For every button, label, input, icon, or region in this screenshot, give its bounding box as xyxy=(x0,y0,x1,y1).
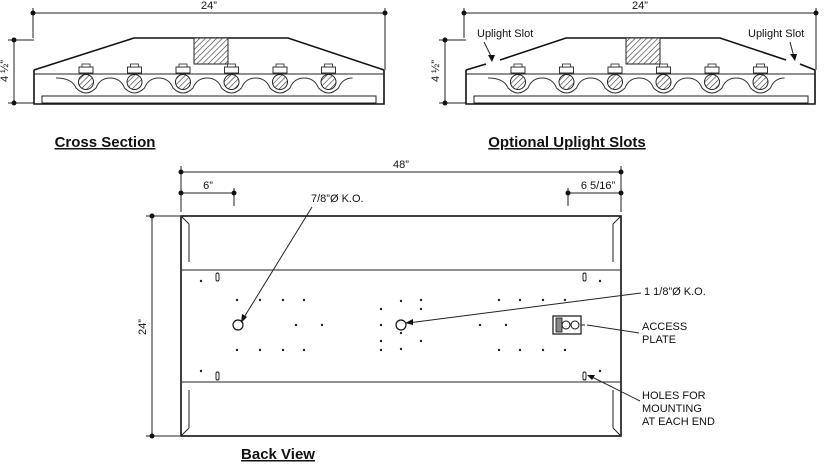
back-view-title: Back View xyxy=(241,446,315,463)
access-plate-label-line2: PLATE xyxy=(642,334,676,346)
uplight-lamp xyxy=(558,63,575,90)
back-hole xyxy=(235,348,239,352)
cross-section-lamp xyxy=(223,63,240,90)
back-hole xyxy=(518,298,522,302)
access-plate-leader xyxy=(586,324,640,334)
cross-section-lamps xyxy=(55,63,353,94)
uplight-lamp xyxy=(752,63,769,90)
back-hole xyxy=(563,348,567,352)
uplight-height-dimension: 4 ½” xyxy=(430,37,466,106)
mounting-leader xyxy=(589,375,641,402)
cross-section-lamp xyxy=(272,63,288,90)
back-hole xyxy=(504,323,508,327)
back-hole xyxy=(281,298,285,302)
back-hole xyxy=(399,299,403,303)
cross-section-width-dimension: 24” xyxy=(30,0,388,70)
back-hole xyxy=(379,339,383,343)
back-hole xyxy=(379,307,383,311)
back-hole xyxy=(399,331,403,335)
cross-section-height-label: 4 ½” xyxy=(0,60,11,82)
back-hole xyxy=(258,298,262,302)
cross-section-title: Cross Section xyxy=(55,134,156,151)
access-plate xyxy=(552,315,585,335)
back-height-dimension: 24” xyxy=(137,213,180,439)
back-hole xyxy=(478,323,482,327)
mounting-holes xyxy=(215,272,587,381)
mounting-label-line1: HOLES FOR xyxy=(642,390,706,402)
knockout-large xyxy=(395,319,407,331)
mounting-label-line3: AT EACH END xyxy=(642,416,715,428)
back-hole xyxy=(497,348,501,352)
cross-section-width-label: 24” xyxy=(201,0,217,12)
uplight-slot-right-label: Uplight Slot xyxy=(748,28,804,40)
cross-section-lamp xyxy=(175,63,191,90)
back-hole xyxy=(563,298,567,302)
back-length-dimension: 48” xyxy=(178,159,624,212)
back-hole xyxy=(379,323,383,327)
back-hole xyxy=(541,348,545,352)
back-hole xyxy=(199,279,203,283)
uplight-lamp xyxy=(655,63,672,90)
back-hole xyxy=(399,347,403,351)
knockout-large-label: 1 1/8”Ø K.O. xyxy=(644,286,706,298)
cross-section-lamp xyxy=(78,63,94,90)
cross-section-lamp xyxy=(320,63,337,90)
uplight-lamp xyxy=(704,63,720,90)
uplight-lamp xyxy=(607,63,623,90)
access-plate-label-line1: ACCESS xyxy=(642,321,687,333)
back-hole xyxy=(379,348,383,352)
uplight-width-label: 24” xyxy=(632,0,648,12)
back-right-offset-dimension: 6 5/16” xyxy=(565,180,624,206)
back-hole xyxy=(541,298,545,302)
back-hole xyxy=(419,298,423,302)
mounting-label-line2: MOUNTING xyxy=(642,403,702,415)
back-hole xyxy=(199,369,203,373)
back-hole xyxy=(419,339,423,343)
uplight-view: 24” 4 ½” Uplight Slot Uplight Slot O xyxy=(430,0,819,151)
uplight-height-label: 4 ½” xyxy=(430,60,442,82)
back-hole xyxy=(302,348,306,352)
back-left-offset-label: 6” xyxy=(203,180,213,192)
back-length-label: 48” xyxy=(393,159,409,171)
back-hole xyxy=(281,348,285,352)
back-hole xyxy=(598,369,602,373)
cross-section-view: 24” 4 ½” Cross Section xyxy=(0,0,388,151)
uplight-width-dimension: 24” xyxy=(461,0,819,70)
knockout-large-leader xyxy=(407,292,642,324)
knockout-small-label: 7/8”Ø K.O. xyxy=(311,193,364,205)
knockout-small xyxy=(232,319,244,331)
back-view: 48” 6” 6 5/16” 24” xyxy=(137,159,715,463)
uplight-title: Optional Uplight Slots xyxy=(488,134,646,151)
back-hole xyxy=(294,323,298,327)
back-hole xyxy=(320,323,324,327)
back-hole xyxy=(235,298,239,302)
uplight-housing xyxy=(465,37,816,105)
uplight-slot-left-label: Uplight Slot xyxy=(477,28,533,40)
cross-section-lamp xyxy=(126,63,143,90)
back-hole xyxy=(518,348,522,352)
cross-section-height-dimension: 4 ½” xyxy=(0,37,34,106)
uplight-lamp xyxy=(510,63,526,90)
back-hole xyxy=(258,348,262,352)
back-hole xyxy=(497,298,501,302)
back-height-label: 24” xyxy=(137,319,149,335)
back-hole-pattern xyxy=(199,279,602,373)
back-hole xyxy=(419,307,423,311)
back-right-offset-label: 6 5/16” xyxy=(581,180,616,192)
back-hole xyxy=(598,279,602,283)
uplight-lamps xyxy=(487,63,785,94)
back-left-offset-dimension: 6” xyxy=(178,180,237,206)
cross-section-housing xyxy=(33,37,385,105)
back-hole xyxy=(302,298,306,302)
knockout-small-leader xyxy=(242,206,313,320)
